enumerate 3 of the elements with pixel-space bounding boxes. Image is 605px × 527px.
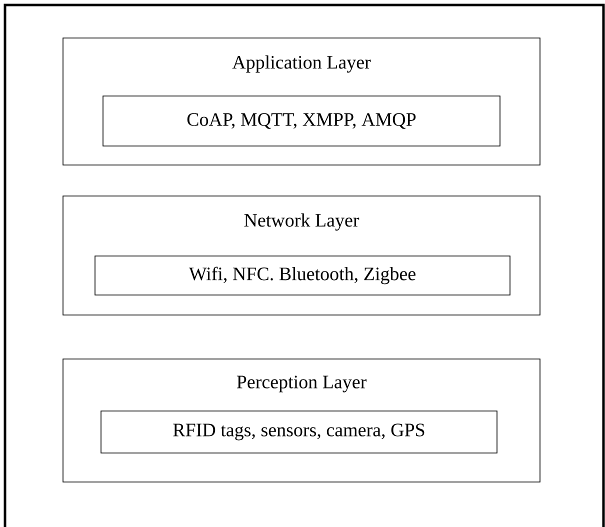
protocol-box: RFID tags, sensors, camera, GPS <box>100 410 498 454</box>
protocol-box: CoAP, MQTT, XMPP, AMQP <box>102 96 500 146</box>
protocol-box: Wifi, NFC. Bluetooth, Zigbee <box>94 256 510 296</box>
